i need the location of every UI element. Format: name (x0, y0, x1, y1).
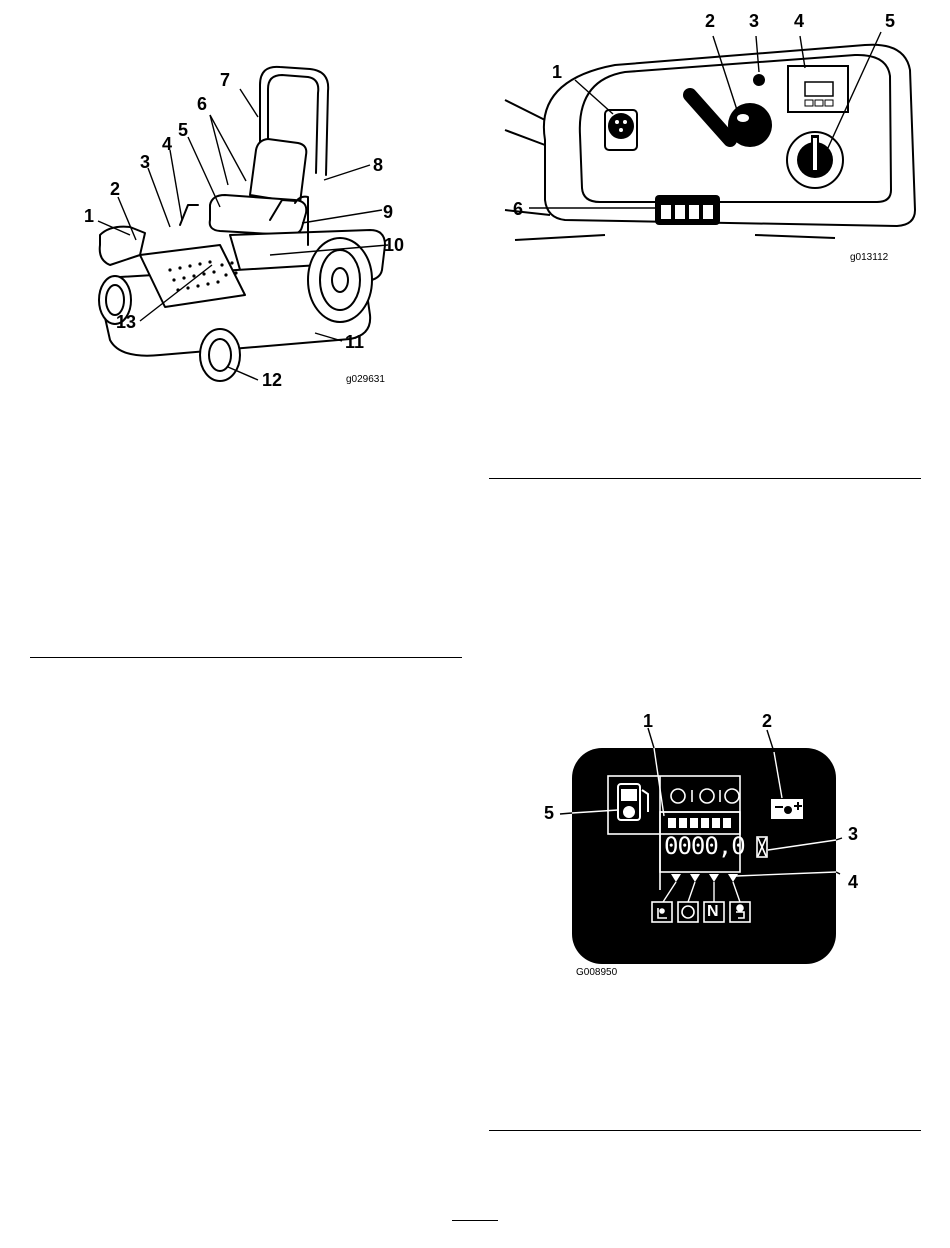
display-figure: 0000,0 N 1 2 3 4 5 G008950 (530, 712, 910, 987)
console-figure-code: g013112 (850, 253, 888, 263)
neutral-label: N (707, 903, 719, 921)
mower-callout-7: 7 (220, 71, 230, 89)
page-number-rule (452, 1220, 498, 1221)
console-callout-6: 6 (513, 200, 523, 218)
divider-right-lower (489, 1130, 921, 1131)
display-callout-5: 5 (544, 804, 554, 822)
display-callout-4: 4 (848, 873, 858, 891)
mower-callout-13: 13 (116, 313, 136, 331)
choke-knob-icon (753, 74, 765, 86)
mower-callout-1: 1 (84, 207, 94, 225)
fuse-block-icon (655, 195, 720, 225)
display-callout-3: 3 (848, 825, 858, 843)
mower-callout-4: 4 (162, 135, 172, 153)
battery-icon (770, 794, 804, 820)
mower-callout-6: 6 (197, 95, 207, 113)
mower-callout-2: 2 (110, 180, 120, 198)
display-callout-2: 2 (762, 712, 772, 730)
mower-callout-12: 12 (262, 371, 282, 389)
mower-figure: 1 2 3 4 5 6 7 8 9 10 11 12 13 g029631 (70, 55, 430, 395)
hour-meter-digits: 0000,0 (664, 834, 745, 858)
display-figure-code: G008950 (576, 968, 617, 978)
mower-callout-11: 11 (345, 333, 364, 351)
mower-callout-5: 5 (178, 121, 188, 139)
hour-meter-icon (788, 66, 848, 112)
mower-callout-10: 10 (384, 236, 404, 254)
divider-left (30, 657, 462, 658)
console-callout-3: 3 (749, 12, 759, 30)
mower-callout-9: 9 (383, 203, 393, 221)
console-callout-1: 1 (552, 63, 562, 81)
display-callout-1: 1 (643, 712, 653, 730)
ignition-key-icon (787, 132, 843, 188)
mower-callout-3: 3 (140, 153, 150, 171)
console-callout-5: 5 (885, 12, 895, 30)
pto-switch-icon (605, 110, 637, 150)
mower-figure-code: g029631 (346, 375, 385, 385)
mower-illustration (70, 55, 430, 395)
divider-right-upper (489, 478, 921, 479)
console-callout-2: 2 (705, 12, 715, 30)
console-illustration (505, 10, 925, 270)
console-callout-4: 4 (794, 12, 804, 30)
console-figure: 1 2 3 4 5 6 g013112 (505, 10, 925, 270)
mower-callout-8: 8 (373, 156, 383, 174)
